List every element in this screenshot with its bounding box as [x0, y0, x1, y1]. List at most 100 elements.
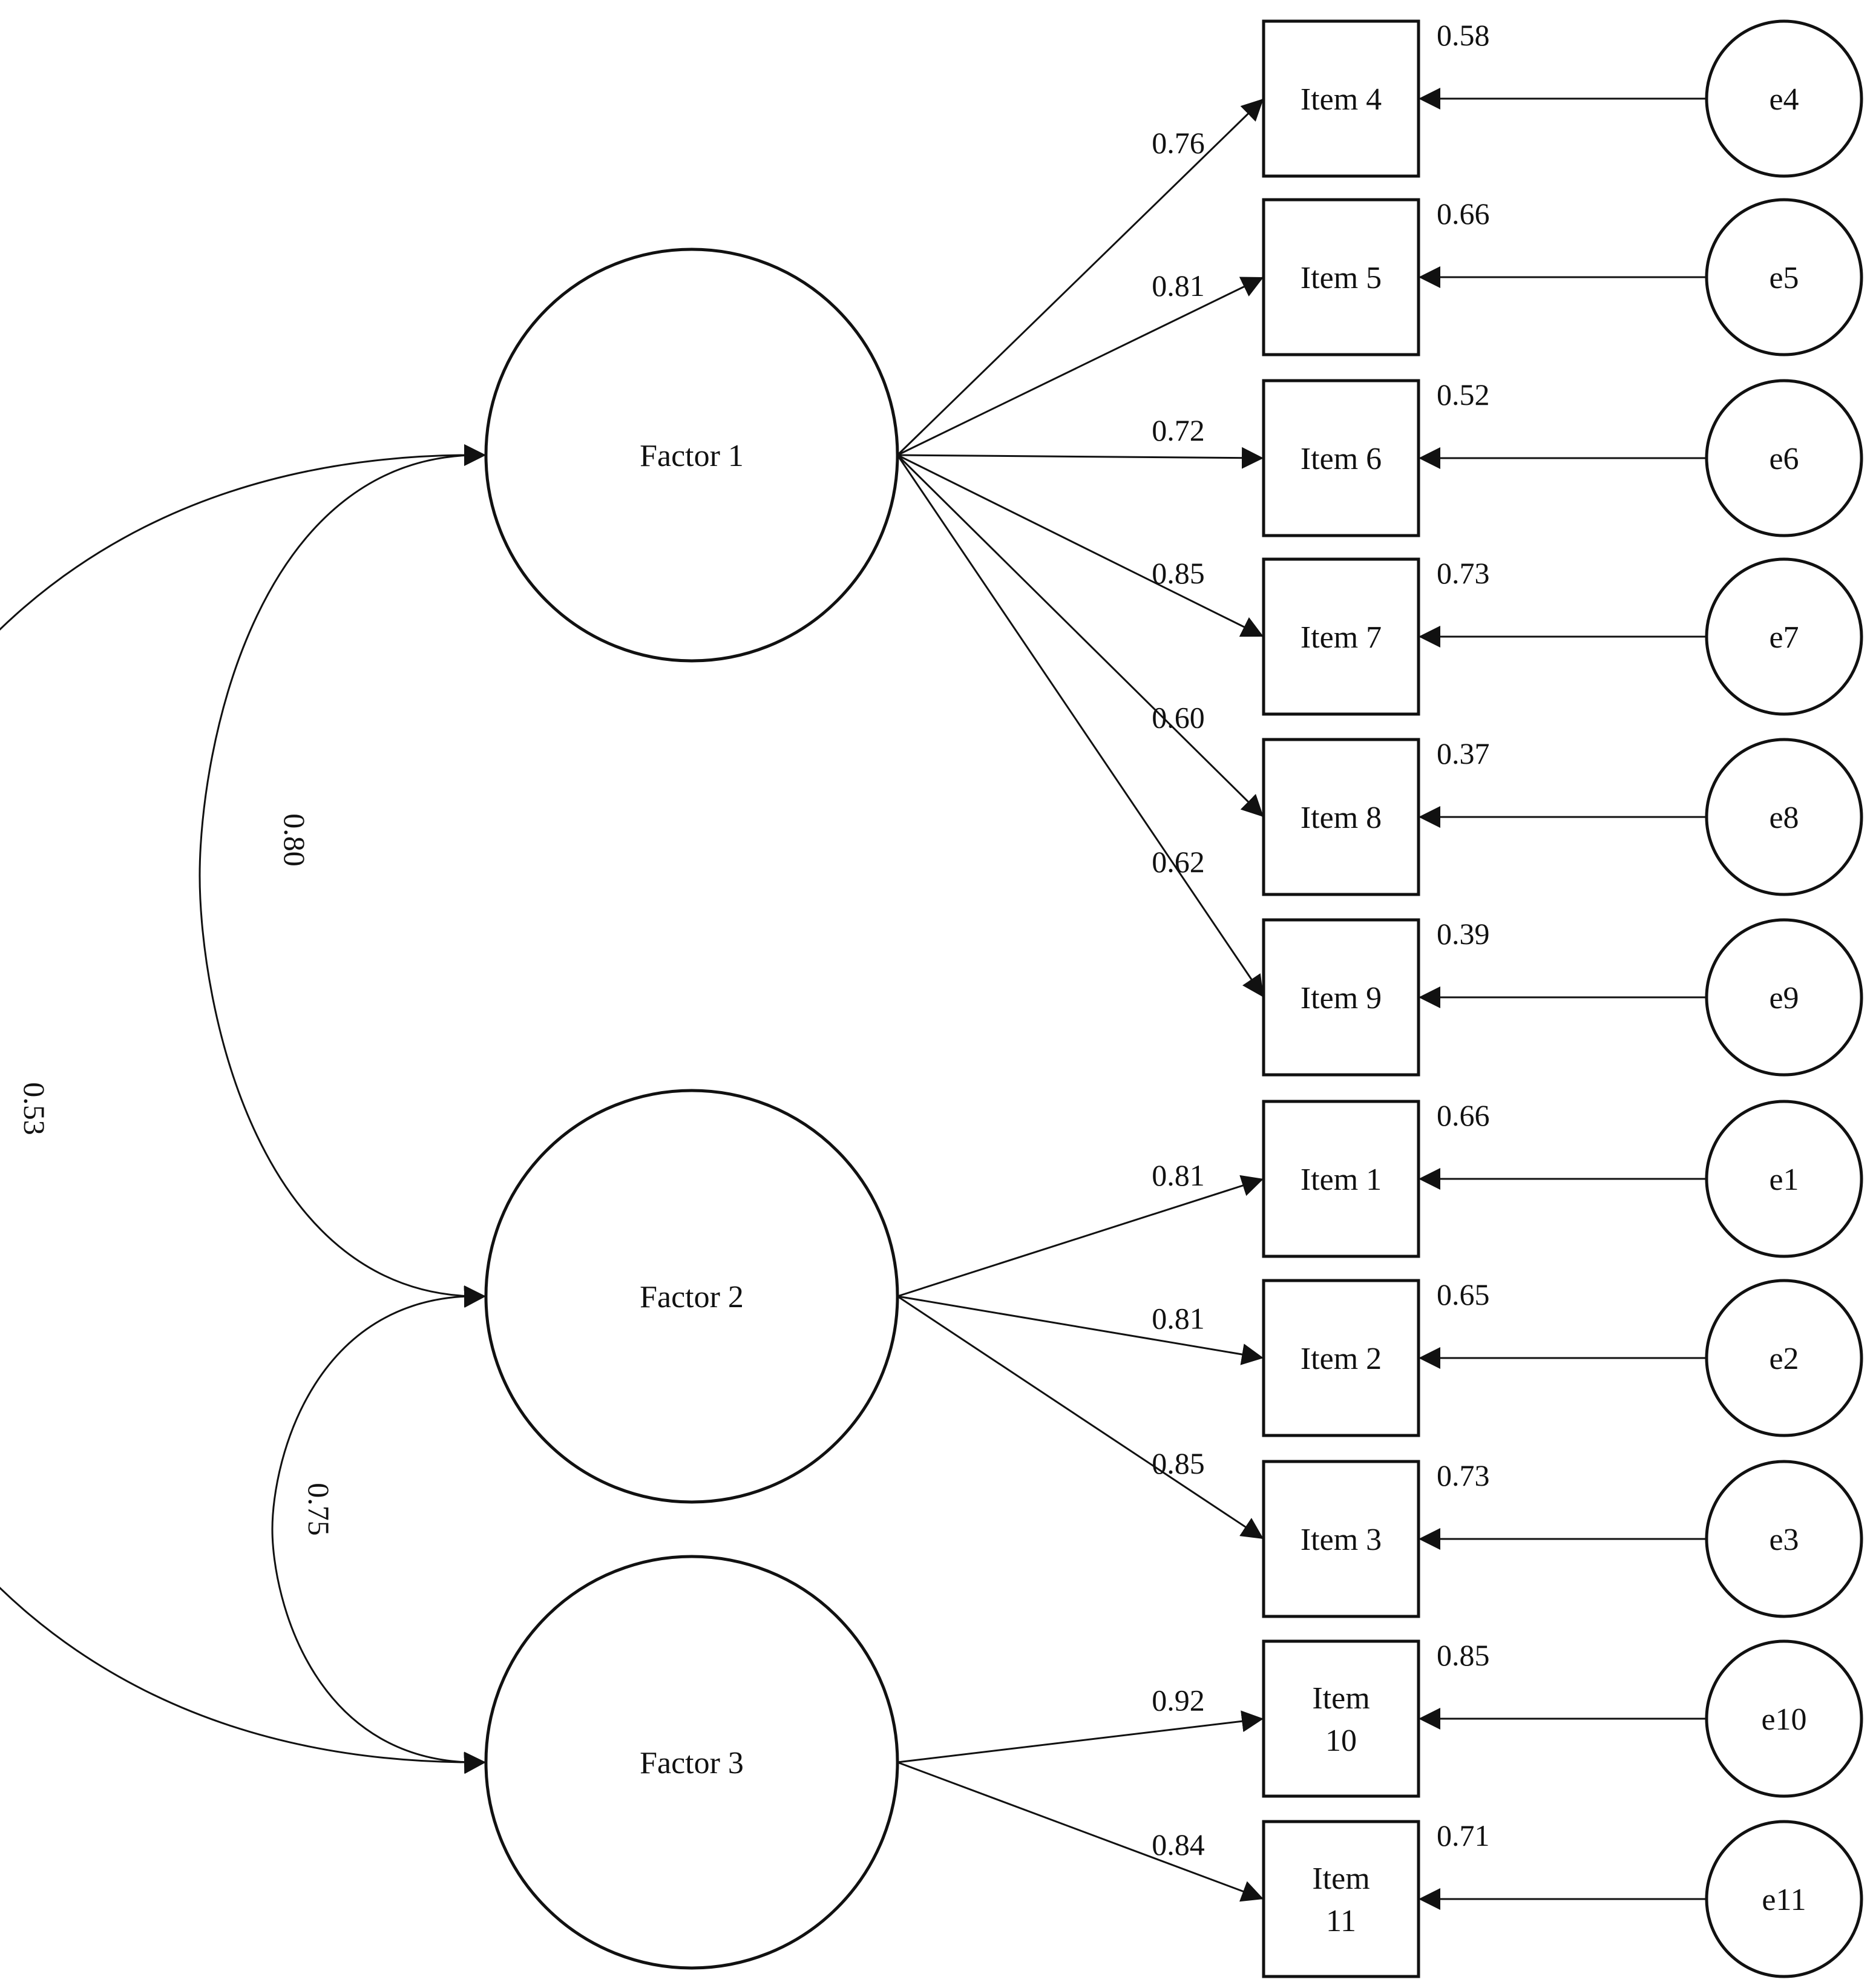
error-circle-e4 — [1705, 19, 1863, 178]
item-label-i4: Item 4 — [1301, 82, 1382, 117]
item-box-i8 — [1262, 738, 1420, 896]
correlation-curve-f2-f3 — [271, 1529, 487, 1774]
r-squared-i9: 0.39 — [1437, 917, 1490, 951]
factor-circle-f2 — [484, 1089, 899, 1504]
error-circle-e11 — [1705, 1820, 1863, 1978]
item-label-i11: 11 — [1326, 1904, 1356, 1938]
loading-arrow-i2 — [897, 1295, 1264, 1365]
item-label-i5: Item 5 — [1301, 261, 1382, 295]
loading-arrow-i10 — [897, 1710, 1264, 1763]
r-squared-i10: 0.85 — [1437, 1638, 1490, 1672]
item-box-i10 — [1262, 1639, 1420, 1798]
error-label-e11: e11 — [1762, 1883, 1806, 1917]
loading-value-i6: 0.72 — [1152, 413, 1205, 447]
item-box-i2 — [1262, 1279, 1420, 1437]
factor-loadings — [896, 97, 1265, 1902]
loading-value-i3: 0.85 — [1152, 1446, 1205, 1480]
error-circle-e2 — [1705, 1279, 1863, 1437]
item-label-i9: Item 9 — [1301, 981, 1382, 1015]
error-circle-e6 — [1705, 379, 1863, 537]
item-box-i3 — [1262, 1460, 1420, 1618]
error-label-e3: e3 — [1769, 1523, 1799, 1557]
factor-label-f1: Factor 1 — [640, 439, 744, 473]
item-label-i6: Item 6 — [1301, 442, 1382, 476]
loading-value-i8: 0.60 — [1152, 700, 1205, 734]
error-label-e2: e2 — [1769, 1342, 1799, 1376]
error-label-e6: e6 — [1769, 442, 1799, 476]
factor-label-f3: Factor 3 — [640, 1746, 744, 1780]
error-circle-e8 — [1705, 738, 1863, 896]
correlation-curve-f1-f2 — [198, 454, 487, 876]
error-label-e4: e4 — [1769, 82, 1799, 117]
r-squared-i1: 0.66 — [1437, 1098, 1490, 1132]
r-squared-i2: 0.65 — [1437, 1278, 1490, 1311]
r-squared-i7: 0.73 — [1437, 556, 1490, 590]
correlation-arrowhead — [464, 1285, 486, 1307]
loading-arrow-i7 — [897, 454, 1264, 638]
factor-circle-f3 — [484, 1555, 899, 1970]
factor-label-f2: Factor 2 — [640, 1280, 744, 1314]
loading-arrow-i3 — [897, 1295, 1264, 1540]
loading-arrow-i6 — [897, 447, 1264, 469]
loading-value-i9: 0.62 — [1152, 845, 1205, 879]
item-box-i9 — [1262, 918, 1420, 1077]
item-label-i3: Item 3 — [1301, 1523, 1382, 1557]
error-paths — [1419, 88, 1707, 1910]
correlation-value-f2-f3: 0.75 — [302, 1483, 336, 1536]
r-squared-i3: 0.73 — [1437, 1458, 1490, 1492]
coefficient-labels: 0.76 0.58 0.81 0.66 0.72 0.52 0.85 0.73 0.60 0.37… — [18, 18, 1490, 1862]
correlation-curve-f1-f3 — [0, 1586, 487, 1774]
item-label-i7: Item 7 — [1301, 620, 1382, 655]
r-squared-i11: 0.71 — [1437, 1819, 1490, 1852]
error-circle-e10 — [1705, 1639, 1863, 1798]
error-circle-e5 — [1705, 198, 1863, 356]
loading-arrow-i5 — [897, 276, 1264, 456]
loading-value-i7: 0.85 — [1152, 556, 1205, 590]
item-label-i11: Item — [1312, 1862, 1369, 1896]
correlation-value-f1-f3: 0.53 — [18, 1082, 51, 1135]
loading-value-i5: 0.81 — [1152, 269, 1205, 303]
item-label-i8: Item 8 — [1301, 801, 1382, 835]
error-circle-e9 — [1705, 918, 1863, 1077]
correlation-arrowhead — [464, 444, 486, 466]
item-label-i1: Item 1 — [1301, 1163, 1382, 1197]
loading-value-i1: 0.81 — [1152, 1158, 1205, 1192]
correlation-curve-f1-f2 — [198, 875, 487, 1308]
error-circle-e7 — [1705, 557, 1863, 716]
correlation-value-f1-f2: 0.80 — [278, 813, 312, 867]
item-label-i2: Item 2 — [1301, 1342, 1382, 1376]
correlation-curve-f1-f3 — [0, 454, 487, 631]
loading-arrow-i8 — [896, 454, 1265, 818]
loading-value-i10: 0.92 — [1152, 1683, 1205, 1717]
correlation-curve-f2-f3 — [271, 1295, 487, 1530]
r-squared-i5: 0.66 — [1437, 197, 1490, 231]
factor-correlations — [0, 444, 487, 1774]
item-box-i6 — [1262, 379, 1420, 537]
factor-circle-f1 — [484, 248, 899, 663]
r-squared-i8: 0.37 — [1437, 736, 1490, 770]
error-circle-e3 — [1705, 1460, 1863, 1618]
loading-value-i11: 0.84 — [1152, 1828, 1205, 1862]
error-label-e5: e5 — [1769, 261, 1799, 295]
error-label-e7: e7 — [1769, 620, 1799, 655]
loading-arrow-i4 — [896, 97, 1265, 456]
item-box-i4 — [1262, 19, 1420, 178]
error-circle-e1 — [1705, 1100, 1863, 1258]
error-label-e1: e1 — [1769, 1163, 1799, 1197]
loading-value-i2: 0.81 — [1152, 1302, 1205, 1336]
item-label-i10: 10 — [1325, 1724, 1357, 1758]
loading-value-i4: 0.76 — [1152, 126, 1205, 160]
loading-arrow-i9 — [896, 454, 1265, 998]
error-label-e8: e8 — [1769, 801, 1799, 835]
loading-arrow-i1 — [897, 1175, 1264, 1297]
loading-arrow-i11 — [897, 1761, 1264, 1902]
item-box-i5 — [1262, 198, 1420, 356]
error-label-e10: e10 — [1761, 1702, 1806, 1737]
item-box-i7 — [1262, 557, 1420, 716]
r-squared-i4: 0.58 — [1437, 18, 1490, 52]
r-squared-i6: 0.52 — [1437, 378, 1490, 412]
item-label-i10: Item — [1312, 1681, 1369, 1716]
item-box-i1 — [1262, 1100, 1420, 1258]
error-label-e9: e9 — [1769, 981, 1799, 1015]
